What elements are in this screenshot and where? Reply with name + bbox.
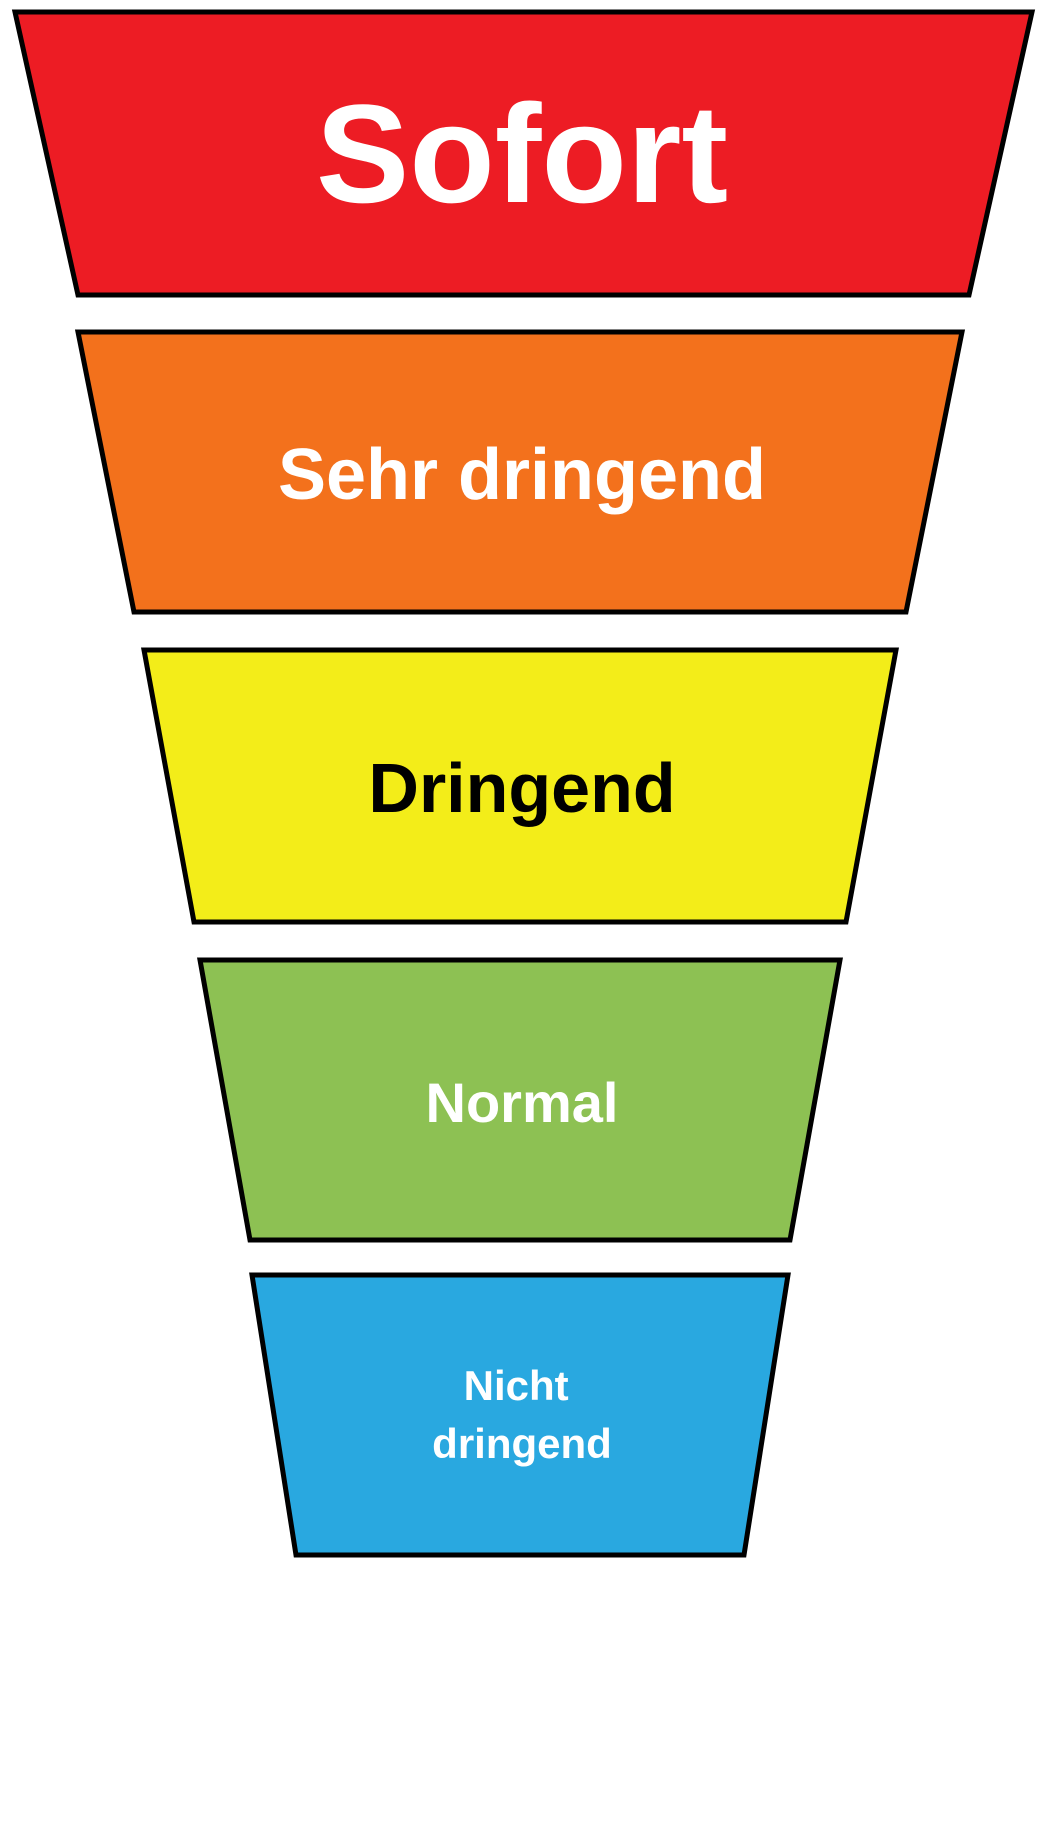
funnel-label-sofort: Sofort <box>316 75 728 232</box>
funnel-label-nicht-dringend-line2: dringend <box>432 1420 612 1467</box>
funnel-segment-sofort <box>11 9 1036 298</box>
funnel-label-sehr-dringend: Sehr dringend <box>278 435 766 515</box>
funnel-segment-sehr-dringend <box>74 329 966 615</box>
funnel-segment-normal <box>197 957 843 1243</box>
funnel-label-normal: Normal <box>426 1071 619 1134</box>
funnel-label-nicht-dringend-line1: Nicht <box>464 1362 569 1409</box>
funnel-segment-dringend <box>140 647 900 925</box>
funnel-label-dringend: Dringend <box>368 749 675 827</box>
funnel-segment-nicht-dringend <box>249 1272 791 1558</box>
funnel-label-nicht-dringend: Nicht dringend <box>432 1362 612 1467</box>
